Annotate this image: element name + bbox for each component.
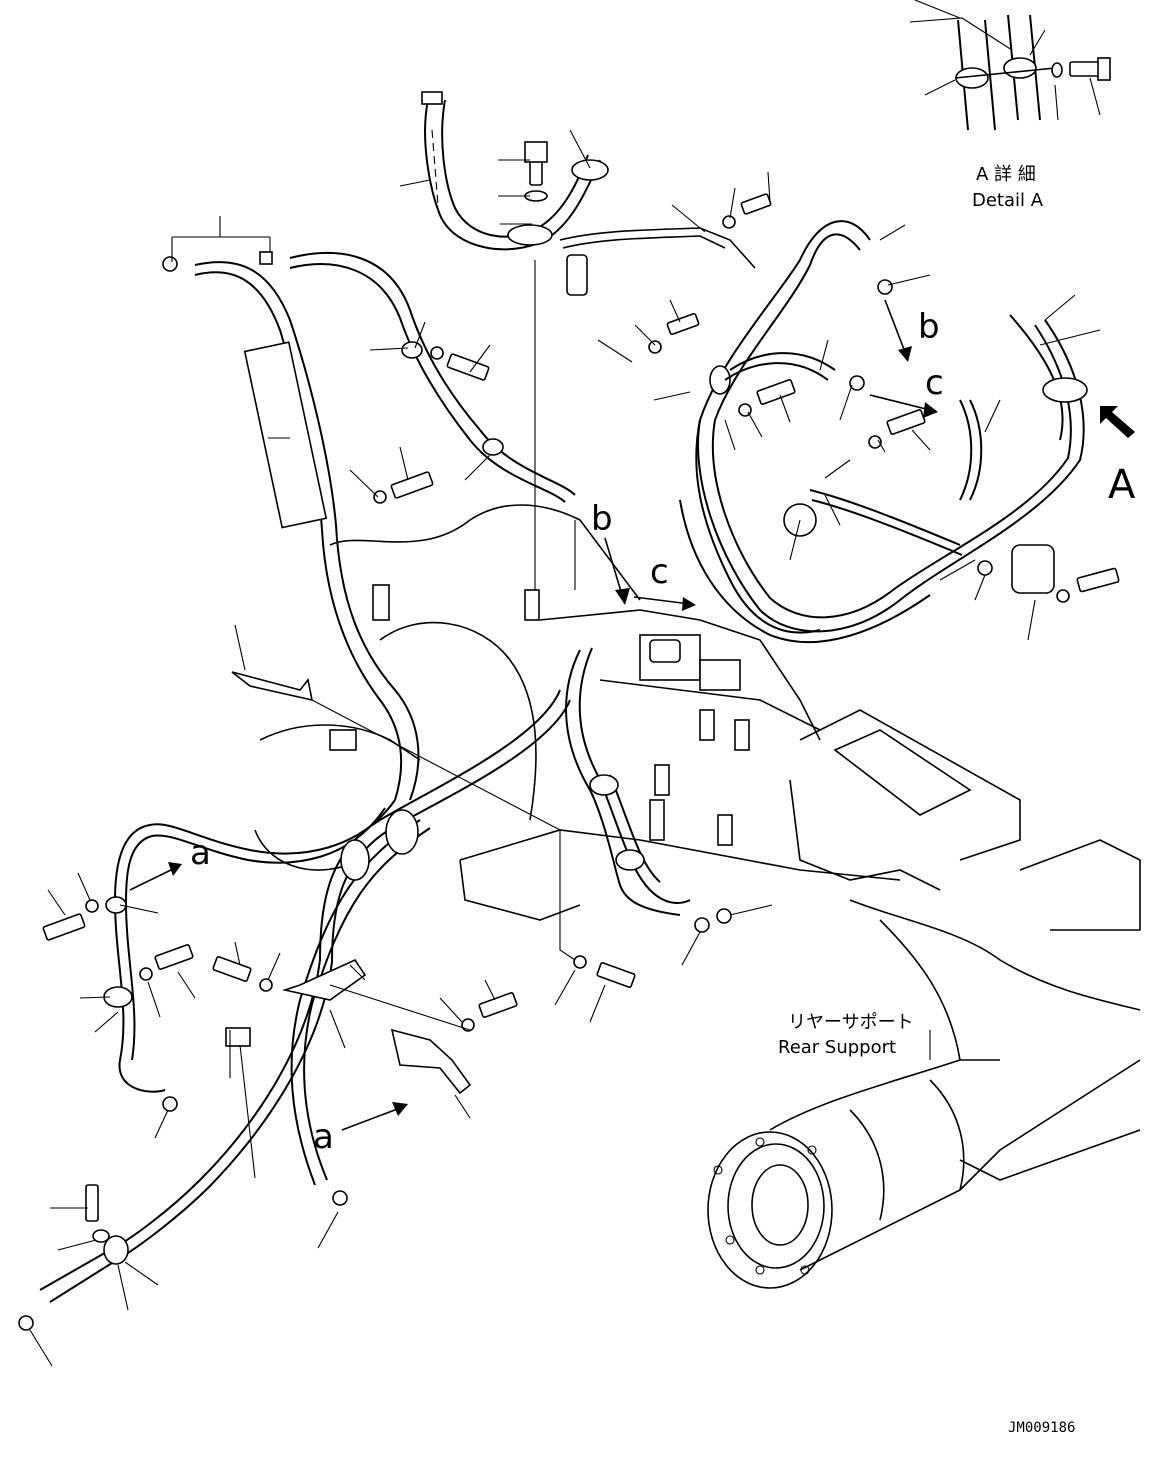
bolts-and-washers (18, 141, 1120, 1331)
marker-a-lower: a (313, 1117, 334, 1157)
marker-b-upper: b (918, 307, 940, 347)
marker-c-upper: c (925, 363, 944, 403)
rear-support-frame (254, 504, 1141, 1271)
drawing-number: JM009186 (1008, 1420, 1075, 1436)
control-valve-block (329, 584, 821, 846)
detail-a-title-jp: A 詳 細 (976, 164, 1036, 185)
marker-a-upper: a (190, 833, 211, 873)
brackets (231, 671, 472, 1095)
axle-flange (707, 1131, 833, 1289)
view-arrow-label: A (1108, 462, 1136, 508)
detail-a-title-en: Detail A (972, 190, 1044, 211)
upper-hose-assembly (194, 91, 1088, 801)
detail-a-view (909, 0, 1111, 131)
marker-c-center: c (650, 552, 669, 592)
rear-support-label-jp: リヤーサポート (788, 1012, 914, 1033)
lower-left-hoses (39, 647, 691, 1303)
flow-arrows (129, 299, 938, 1131)
view-arrow-a (1100, 406, 1135, 438)
leader-lines (29, 129, 1101, 1367)
rear-support-label-en: Rear Support (778, 1037, 896, 1058)
marker-b-center: b (591, 499, 613, 539)
